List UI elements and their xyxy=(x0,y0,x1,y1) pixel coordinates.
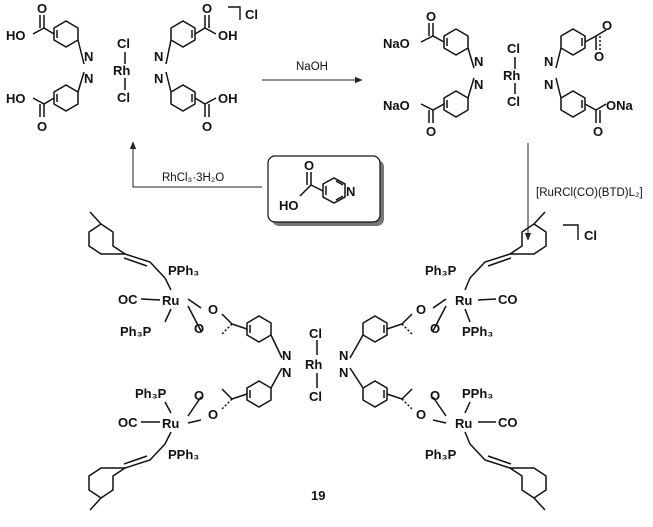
c19-n-1: N xyxy=(282,348,291,363)
tl-n-3: N xyxy=(84,71,93,86)
c19-o-bl-2: O xyxy=(208,407,218,422)
tl-counterion: Cl xyxy=(245,7,258,22)
tr-n-3: N xyxy=(474,77,483,92)
c19-n-3: N xyxy=(282,365,291,380)
tr-o-5: O xyxy=(593,124,603,139)
tr-o-3: O xyxy=(594,49,604,64)
c19-co-br: CO xyxy=(498,415,518,430)
reagent-ru: [RuRCl(CO)(BTD)L₂] xyxy=(536,187,643,199)
tr-cl-top: Cl xyxy=(507,41,520,56)
tl-n-4: N xyxy=(154,71,163,86)
c19-n-2: N xyxy=(339,348,348,363)
compound-19-structure xyxy=(88,211,547,511)
c19-pph3-tr: PPh₃ xyxy=(462,324,493,339)
c19-n-4: N xyxy=(339,365,348,380)
tr-nao-1: NaO xyxy=(383,36,410,51)
reaction-arrows xyxy=(129,76,532,241)
tl-oh-2: OH xyxy=(218,91,238,106)
tr-o-1: O xyxy=(426,9,436,24)
c19-o-tl-1: O xyxy=(208,302,218,317)
tr-cl-bottom: Cl xyxy=(507,94,520,109)
c19-o-br-1: O xyxy=(430,388,440,403)
tr-n-4: N xyxy=(544,77,553,92)
tl-ho-1: HO xyxy=(6,28,26,43)
c19-ru-bl: Ru xyxy=(162,416,179,431)
c19-o-bl-1: O xyxy=(194,388,204,403)
c19-cl-bottom: Cl xyxy=(309,389,322,404)
tr-rh: Rh xyxy=(503,68,520,83)
c19-pph3-tl: PPh₃ xyxy=(168,263,199,278)
reagent-rhcl3: RhCl₃·3H₂O xyxy=(162,172,224,184)
c19-o-tr-2: O xyxy=(430,321,440,336)
tl-n-1: N xyxy=(84,49,93,64)
c19-counterion: Cl xyxy=(584,228,597,243)
compound-label: 19 xyxy=(311,488,325,503)
c19-co-tr: CO xyxy=(498,292,518,307)
c19-rh: Rh xyxy=(305,357,322,372)
c19-o-tl-2: O xyxy=(194,321,204,336)
tr-ona: ONa xyxy=(606,98,634,113)
tl-cl-top: Cl xyxy=(117,36,130,51)
tl-o-3: O xyxy=(37,119,47,134)
tl-o-1: O xyxy=(37,1,47,16)
tl-rh: Rh xyxy=(113,63,130,78)
c19-cl-top: Cl xyxy=(309,326,322,341)
c19-o-br-2: O xyxy=(416,407,426,422)
c19-ph3p-br: Ph₃P xyxy=(425,447,457,462)
c19-pph3-bl: PPh₃ xyxy=(168,447,199,462)
tr-n-1: N xyxy=(474,54,483,69)
tl-oh-1: OH xyxy=(218,28,238,43)
c19-oc-tl: OC xyxy=(118,292,138,307)
box-ho: HO xyxy=(279,198,299,213)
box-n: N xyxy=(346,184,355,199)
c19-ru-br: Ru xyxy=(455,416,472,431)
c19-ph3p-tl: Ph₃P xyxy=(120,324,152,339)
tr-n-2: N xyxy=(544,54,553,69)
c19-ru-tr: Ru xyxy=(455,293,472,308)
rh-acid-complex xyxy=(32,15,217,117)
tl-o-2: O xyxy=(202,1,212,16)
tl-charge-bracket xyxy=(228,6,241,20)
rh-sodium-complex xyxy=(420,23,607,123)
c19-ph3p-tr: Ph₃P xyxy=(425,263,457,278)
tl-o-4: O xyxy=(202,119,212,134)
c19-pph3-br: PPh₃ xyxy=(462,386,493,401)
c19-ph3p-bl: Ph₃P xyxy=(135,386,167,401)
arrow-rhcl3 xyxy=(129,141,262,188)
reagent-naoh: NaOH xyxy=(296,61,328,73)
c19-o-tr-1: O xyxy=(416,302,426,317)
box-o: O xyxy=(304,158,314,173)
c19-ru-tl: Ru xyxy=(162,293,179,308)
tl-cl-bottom: Cl xyxy=(117,90,130,105)
c19-oc-bl: OC xyxy=(118,415,138,430)
tl-n-2: N xyxy=(154,49,163,64)
tr-o-4: O xyxy=(426,124,436,139)
isonicotinic-acid-structure xyxy=(299,172,346,204)
c19-charge-bracket xyxy=(563,224,579,240)
tr-o-2: O xyxy=(602,18,612,33)
tl-ho-2: HO xyxy=(6,91,26,106)
isonicotinic-acid-box: O HO N xyxy=(267,155,384,226)
tr-nao-2: NaO xyxy=(383,98,410,113)
